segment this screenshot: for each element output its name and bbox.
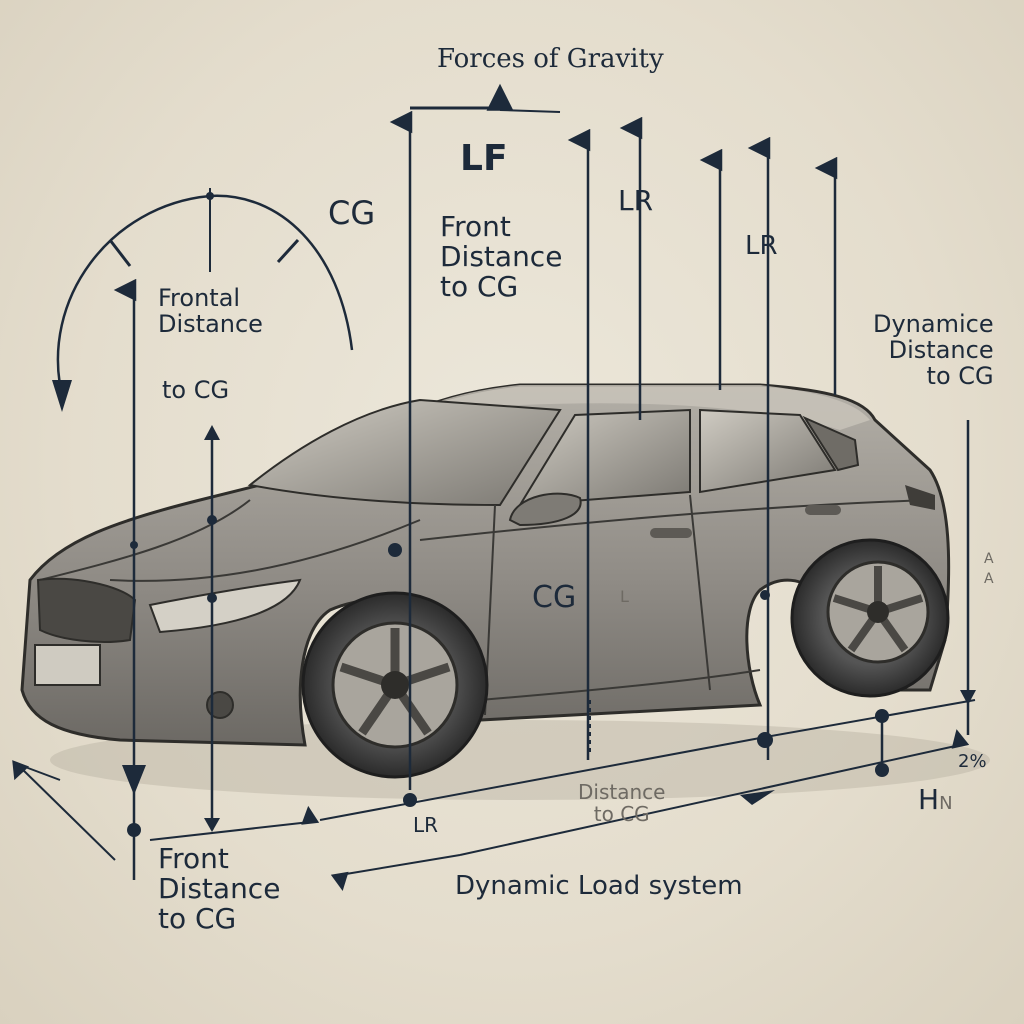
- ground-dimension-lines: [12, 699, 976, 891]
- cg-markers: [122, 425, 976, 837]
- dynamic-distance-label: Dynamice Distance to CG: [873, 310, 994, 390]
- frontal-distance-label: Frontal Distance: [158, 284, 263, 338]
- car-illustration: [20, 383, 951, 779]
- top-force-arrow: [410, 83, 561, 113]
- percent-label: 2%: [958, 751, 987, 772]
- rotation-arc: [52, 188, 354, 412]
- cg-label-body-small: L: [620, 587, 629, 606]
- distance-label-bottom: Distance to CG: [578, 780, 666, 826]
- dynamic-load-label: Dynamic Load system: [455, 871, 743, 901]
- lf-label: LF: [460, 138, 508, 179]
- front-distance-label-top: Front Distance to CG: [440, 210, 563, 304]
- lr-label-mid: LR: [745, 231, 778, 261]
- lr-label-bottom: LR: [413, 813, 439, 837]
- h-label: HN: [918, 783, 953, 816]
- diagram-title: Forces of Gravity: [437, 44, 664, 74]
- cg-label-body: CG: [532, 580, 577, 615]
- lr-label-upper: LR: [618, 184, 654, 217]
- cg-label-top: CG: [328, 194, 376, 232]
- front-distance-label-bottom: Front Distance to CG: [158, 842, 281, 936]
- h-suffix: N: [939, 793, 953, 814]
- rear-side-marks: A A: [984, 551, 994, 587]
- frontal-distance-label-line3: to CG: [162, 376, 230, 404]
